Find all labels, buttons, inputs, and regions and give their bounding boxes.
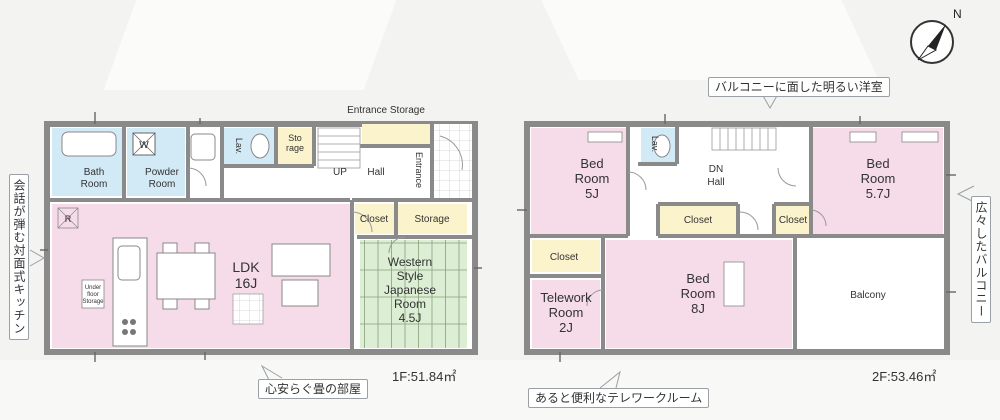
compass-north-label: N — [953, 7, 962, 21]
hall-2f-label: Hall — [707, 177, 724, 188]
floor2-area: 2F:53.46㎡ — [872, 369, 937, 384]
callout-tatami: 心安らぐ畳の部屋 — [258, 379, 369, 399]
closet-2f-left — [532, 240, 600, 272]
bed-5j-label: Bed — [580, 156, 603, 171]
bed-5-7j-label: Bed — [866, 156, 889, 171]
entrance-tiles — [432, 124, 472, 200]
ldk-label: LDK — [232, 259, 260, 275]
callout-balcony: 広々したバルコニー — [971, 196, 991, 323]
closet-1f — [355, 204, 395, 234]
hall-1f-label: Hall — [367, 167, 384, 178]
balcony-label: Balcony — [850, 290, 886, 301]
japanese-room — [360, 240, 467, 348]
callout-western-room: バルコニーに面した明るい洋室 — [708, 77, 890, 97]
storage-1f-label: Storage — [414, 214, 449, 225]
telework-room — [532, 280, 600, 348]
lav-1f-label: Lav. — [234, 138, 244, 154]
floor1-plan — [40, 112, 482, 362]
balcony — [797, 240, 943, 348]
svg-text:Storage: Storage — [286, 133, 304, 153]
w-label: W — [139, 140, 149, 151]
floor2-plan — [517, 114, 956, 362]
dn-label: DN — [709, 164, 723, 175]
up-label: UP — [333, 167, 347, 178]
closet-2f-right-label: Closet — [779, 215, 808, 226]
compass-icon: N — [910, 7, 962, 64]
entrance-area — [402, 146, 432, 198]
entrance-label: Entrance — [414, 152, 424, 188]
bath-room-label: Bath — [84, 167, 105, 178]
japanese-room-label: Western — [388, 255, 432, 269]
r-label: R — [65, 214, 72, 224]
bed-8j-label: Bed — [686, 271, 709, 286]
lav-2f-label: Lav. — [650, 136, 660, 152]
telework-label: Telework — [540, 290, 592, 305]
floor1-area: 1F:51.84㎡ — [392, 369, 457, 384]
closet-2f-center — [660, 206, 736, 234]
bedroom-5j — [531, 128, 626, 234]
bedroom-8j — [606, 240, 792, 348]
entrance-storage — [362, 124, 432, 146]
small-storage — [278, 128, 312, 164]
closet-2f-right — [776, 206, 810, 234]
closet-2f-left-label: Closet — [550, 252, 579, 263]
callout-telework: あると便利なテレワークルーム — [528, 388, 710, 408]
closet-1f-label: Closet — [360, 214, 389, 225]
small-storage-label: Sto — [288, 133, 302, 143]
closet-2f-center-label: Closet — [684, 215, 713, 226]
bedroom-5-7j — [813, 128, 943, 234]
storage-1f — [397, 204, 467, 234]
powder-room-label: Powder — [145, 167, 180, 178]
entrance-storage-label: Entrance Storage — [347, 105, 425, 116]
callout-kitchen: 会話が弾む対面式キッチン — [9, 174, 29, 340]
background-shape — [0, 360, 1000, 420]
underfloor-label: Under — [85, 285, 101, 291]
